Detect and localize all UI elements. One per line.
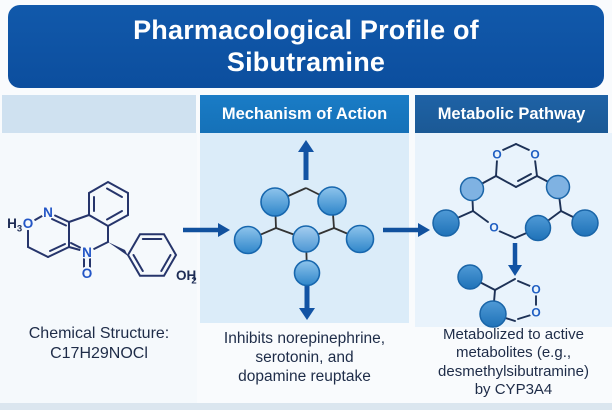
molecule-node bbox=[260, 187, 290, 217]
atom-label-o-oxide: O bbox=[82, 266, 93, 281]
arrow-down-icon bbox=[299, 286, 315, 320]
mechanism-molecule-figure bbox=[233, 140, 375, 320]
atom-labels: H 3 O N N O OH 2 bbox=[7, 205, 197, 287]
molecule-node bbox=[459, 176, 485, 202]
atom-label-n-top: N bbox=[43, 205, 53, 220]
section-header-chemical-structure bbox=[2, 95, 196, 133]
atom-label-o-left: O bbox=[23, 216, 34, 231]
molecule-nodes bbox=[233, 186, 375, 287]
molecule-node bbox=[233, 225, 263, 255]
molecule-node bbox=[292, 225, 320, 253]
caption-chemical-structure: Chemical Structure: C17H29NOCl bbox=[28, 325, 170, 362]
atom-label-h-sub: 3 bbox=[17, 224, 22, 235]
metabolic-bonds bbox=[445, 143, 586, 322]
atom-label-o: O bbox=[531, 283, 540, 297]
molecule-node bbox=[345, 224, 375, 254]
atom-label-o: O bbox=[492, 148, 501, 162]
molecule-node bbox=[479, 300, 507, 328]
atom-label-o: O bbox=[531, 306, 540, 320]
atom-label-o: O bbox=[530, 148, 539, 162]
wedge-bond bbox=[108, 242, 128, 256]
atom-halos bbox=[21, 205, 94, 280]
page-title: Pharmacological Profile of Sibutramine bbox=[8, 5, 604, 88]
metabolite-nodes bbox=[432, 174, 599, 328]
molecule-node bbox=[524, 214, 552, 242]
caption-metabolic: Metabolized to active metabolites (e.g.,… bbox=[438, 326, 589, 398]
metabolic-figure: O O O O O bbox=[432, 143, 599, 328]
molecule-node bbox=[293, 259, 321, 287]
bond-lines bbox=[27, 180, 178, 277]
molecule-node bbox=[317, 186, 347, 216]
atom-label-n-ring: N bbox=[82, 245, 92, 260]
arrow-right-icon bbox=[183, 223, 230, 237]
arrow-up-icon bbox=[298, 140, 314, 180]
atom-label-o: O bbox=[489, 221, 498, 235]
molecule-node bbox=[432, 209, 460, 237]
bottom-strip bbox=[0, 403, 612, 410]
section-header-mechanism-of-action: Mechanism of Action bbox=[200, 95, 409, 133]
molecule-node bbox=[457, 264, 483, 290]
oxygen-labels: O O O O O bbox=[487, 147, 543, 320]
atom-label-oh: OH bbox=[176, 268, 196, 283]
chemical-structure-figure: H 3 O N N O OH 2 bbox=[7, 180, 197, 287]
atom-label-oh-sub: 2 bbox=[191, 276, 196, 287]
molecule-node bbox=[545, 174, 571, 200]
section-header-metabolic-pathway: Metabolic Pathway bbox=[415, 95, 608, 133]
molecule-node bbox=[571, 209, 599, 237]
caption-mechanism: Inhibits norepinephrine, serotonin, and … bbox=[223, 330, 386, 385]
arrow-right-icon bbox=[383, 223, 430, 237]
arrow-down-icon bbox=[508, 243, 522, 276]
atom-label-h: H bbox=[7, 216, 17, 231]
